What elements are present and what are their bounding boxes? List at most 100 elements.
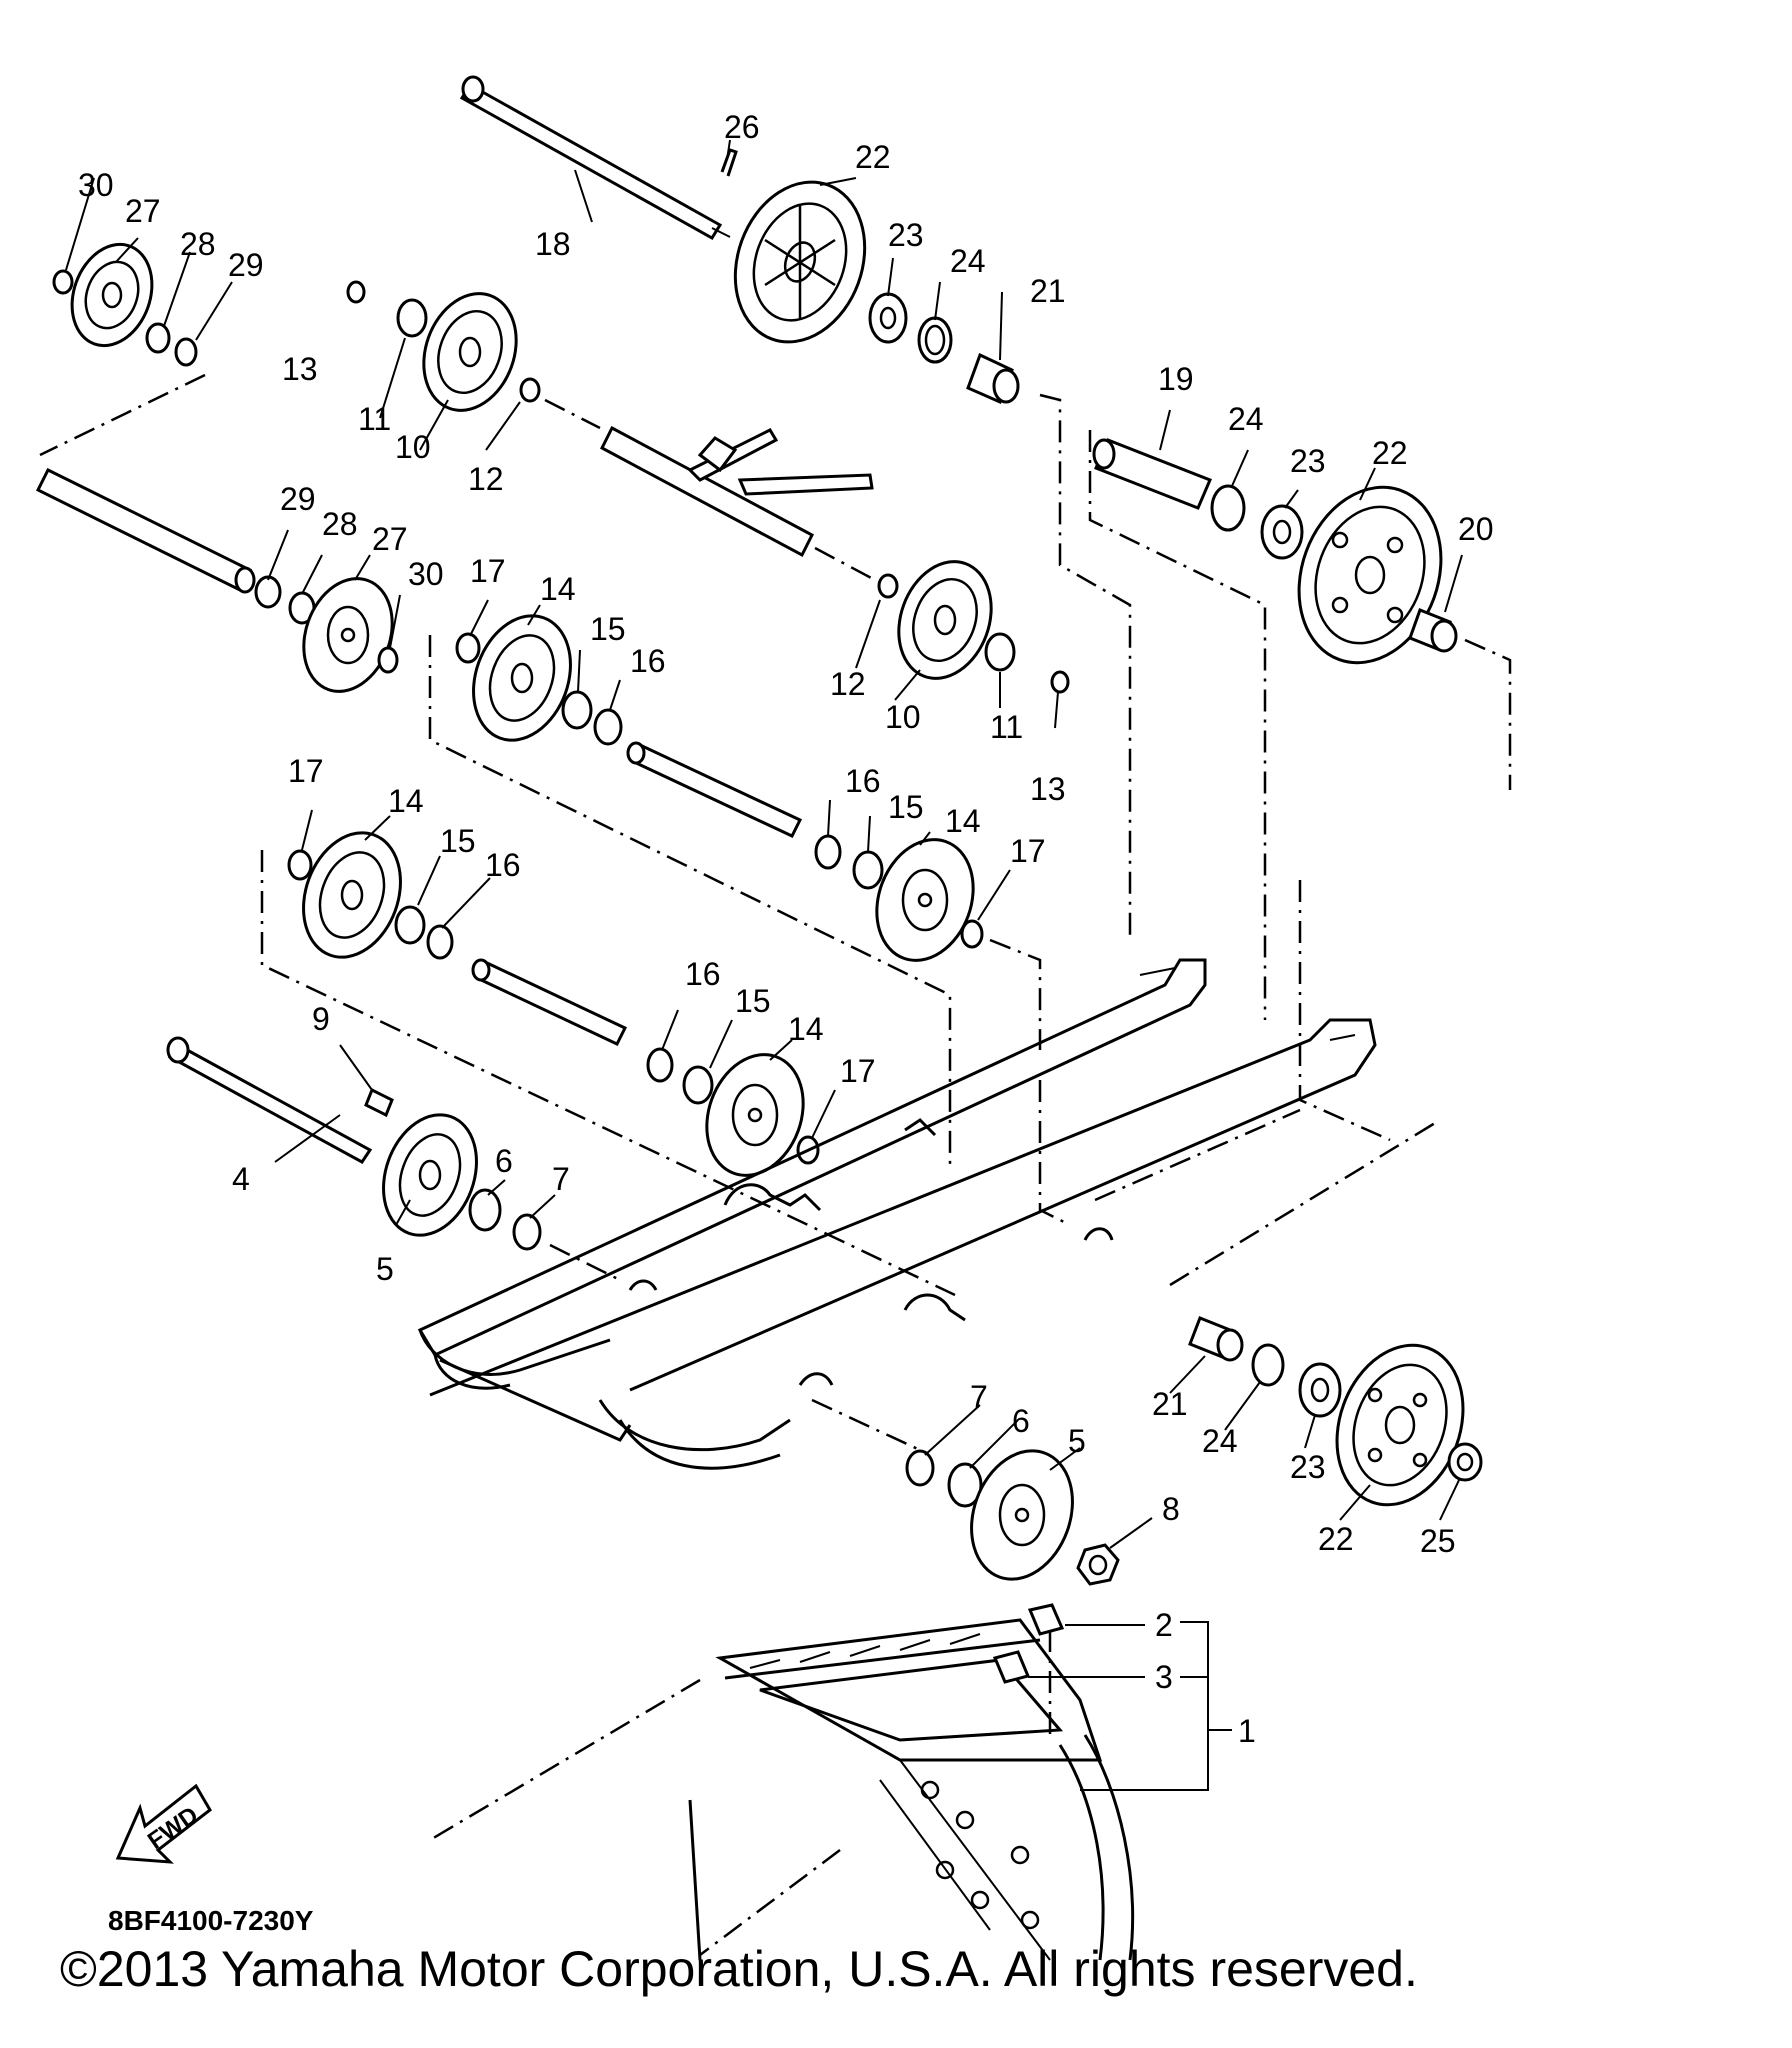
bearing-6-rear [947,1462,983,1508]
callout-21: 21 [1152,1386,1188,1422]
nut-25 [1447,1442,1483,1482]
callout-23: 23 [1290,443,1326,479]
bearing-28-upper [145,322,171,354]
circlip-29-upper [174,337,198,367]
callout-10: 10 [885,699,921,735]
circlip-24-top [917,316,953,364]
callout-1: 1 [1238,1713,1256,1749]
callout-6: 6 [495,1143,513,1179]
callout-28: 28 [180,226,216,262]
callout-17: 17 [840,1053,876,1089]
callout-24: 24 [950,243,986,279]
rear-axle-18 [459,75,731,241]
callout-10: 10 [395,429,431,465]
callout-13: 13 [282,351,318,387]
bearing-15-a [561,690,593,730]
callout-12: 12 [468,461,504,497]
clip-12-lower [877,573,899,599]
collar-21-top [966,352,1020,405]
circlip-24-lower [1251,1343,1285,1387]
wheel-5-rear [970,1449,1074,1581]
wheel-27-upper [70,242,154,348]
guide-3 [992,1650,1031,1684]
callout-17: 17 [288,753,324,789]
circlip-16-b [814,834,842,870]
callout-12: 12 [830,666,866,702]
clip-12-upper [519,377,541,403]
callout-30: 30 [408,556,444,592]
callout-7: 7 [552,1161,570,1197]
clip-13-lower [1050,670,1070,694]
callout-14: 14 [540,571,576,607]
callout-22: 22 [1372,435,1408,471]
callout-2: 2 [1155,1607,1173,1643]
collar-19 [1092,438,1212,510]
callout-17: 17 [470,553,506,589]
front-axle-4 [166,1036,373,1164]
callout-11: 11 [358,401,391,437]
bearing-15-b [852,850,884,890]
callout-30: 30 [78,167,114,203]
nut-17-b [960,919,984,949]
callout-27: 27 [125,193,161,229]
wheel-14-c [302,831,402,959]
callout-26: 26 [724,109,760,145]
wheel-10-upper [422,292,518,412]
callout-24: 24 [1228,401,1264,437]
callout-29: 29 [228,247,264,283]
copyright-notice: ©2013 Yamaha Motor Corporation, U.S.A. A… [60,1941,1418,1997]
callout-16: 16 [485,847,521,883]
callout-18: 18 [535,226,571,262]
callout-17: 17 [1010,833,1046,869]
nut-17-c [287,849,313,881]
callout-7: 7 [970,1379,988,1415]
bearing-11-upper [396,298,428,338]
callout-9: 9 [312,1001,330,1037]
callout-29: 29 [280,481,316,517]
callout-16: 16 [685,956,721,992]
callout-20: 20 [1458,511,1494,547]
callout-6: 6 [1012,1403,1030,1439]
callout-27: 27 [372,521,408,557]
collar-21-lower [1188,1316,1244,1362]
callout-25: 25 [1420,1523,1456,1559]
bearing-11-lower [984,632,1016,672]
callout-15: 15 [735,983,771,1019]
collar-20 [1408,608,1458,653]
shaft-mid-lower [471,958,628,1046]
clip-2 [1027,1603,1065,1636]
callout-labels: 30 27 28 29 13 11 10 12 18 26 22 23 24 2… [78,109,1494,1749]
fwd-arrow-icon: FWD [115,1783,212,1864]
shaft-mid-upper [626,741,803,838]
callout-11: 11 [990,709,1023,745]
callout-15: 15 [440,823,476,859]
bearing-23-lower [1298,1362,1342,1418]
nut-17-a [455,632,481,664]
callout-23: 23 [1290,1449,1326,1485]
track-assembly [429,1618,1135,1961]
callout-22: 22 [1318,1521,1354,1557]
leader-lines [65,139,1463,1549]
callout-16: 16 [845,763,881,799]
nut-30-lower [377,646,399,674]
circlip-24-right [1210,484,1246,532]
callout-16: 16 [630,643,666,679]
circlip-7-rear [905,1449,935,1487]
circlip-16-c [426,924,454,960]
shaft-left [35,467,256,594]
callout-8: 8 [1162,1491,1180,1527]
bearing-15-c [394,905,426,945]
callout-19: 19 [1158,361,1194,397]
wheel-14-a [472,614,572,742]
callout-5: 5 [376,1251,394,1287]
cotter-pin-26 [720,148,738,177]
callout-24: 24 [1202,1423,1238,1459]
wheel-5-front [382,1113,478,1237]
callout-4: 4 [232,1161,250,1197]
bearing-6-front [468,1188,502,1232]
diagram-code: 8BF4100-7230Y [108,1905,314,1936]
callout-5: 5 [1068,1423,1086,1459]
clip-13-upper [346,280,366,304]
bearing-15-d [682,1065,714,1105]
